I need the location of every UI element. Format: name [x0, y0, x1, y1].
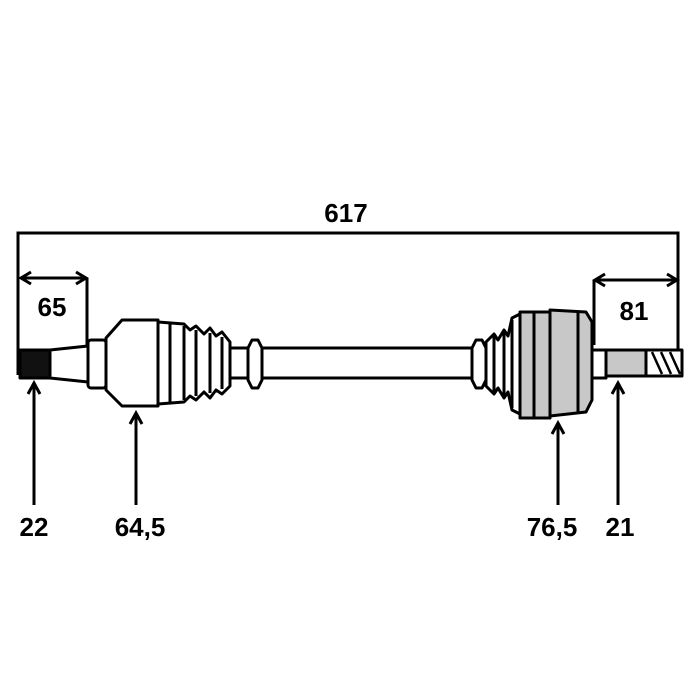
left-joint-housing [104, 318, 160, 408]
left-spline-diameter-label: 22 [20, 512, 49, 542]
right-shaft-ring [470, 338, 488, 390]
left-joint-leader-head [128, 409, 144, 425]
left-spline-length-dimension [18, 270, 89, 345]
left-shaft-ring [246, 338, 264, 390]
left-stub-leader-head [26, 379, 42, 395]
right-spline-hatching [650, 351, 682, 375]
right-joint-leader-head [550, 419, 566, 435]
left-spline-arrow-head-left [18, 270, 32, 286]
left-boot [156, 320, 232, 406]
overall-length-dimension [16, 231, 680, 375]
hatch-1 [650, 351, 664, 375]
main-shaft [260, 346, 474, 380]
right-shaft-stub [604, 348, 648, 378]
left-boot-neck [228, 346, 250, 380]
right-joint-cup [548, 308, 594, 418]
right-spline-length-label: 81 [620, 296, 649, 326]
overall-length-label: 617 [324, 198, 367, 228]
left-joint-diameter-label: 64,5 [115, 512, 166, 542]
right-stub-leader-head [610, 379, 626, 395]
right-joint-diameter-label: 76,5 [527, 512, 578, 542]
right-collar [590, 348, 608, 380]
hatch-2 [659, 351, 673, 375]
right-spline-section [644, 348, 684, 378]
right-spline-diameter-label: 21 [606, 512, 635, 542]
left-stub-end [18, 348, 52, 380]
hatch-3 [668, 351, 682, 375]
leader-arrows [26, 379, 626, 505]
left-spline-arrow-head-right [75, 270, 89, 286]
right-spline-arrow-head-left [592, 272, 606, 288]
left-spline-section [48, 344, 90, 384]
left-spline-length-label: 65 [38, 292, 67, 322]
overall-length-bracket [16, 231, 680, 375]
left-collar [86, 338, 108, 390]
right-spline-length-dimension [592, 272, 680, 345]
drive-shaft [18, 308, 684, 420]
right-spline-arrow-head-right [666, 272, 680, 288]
